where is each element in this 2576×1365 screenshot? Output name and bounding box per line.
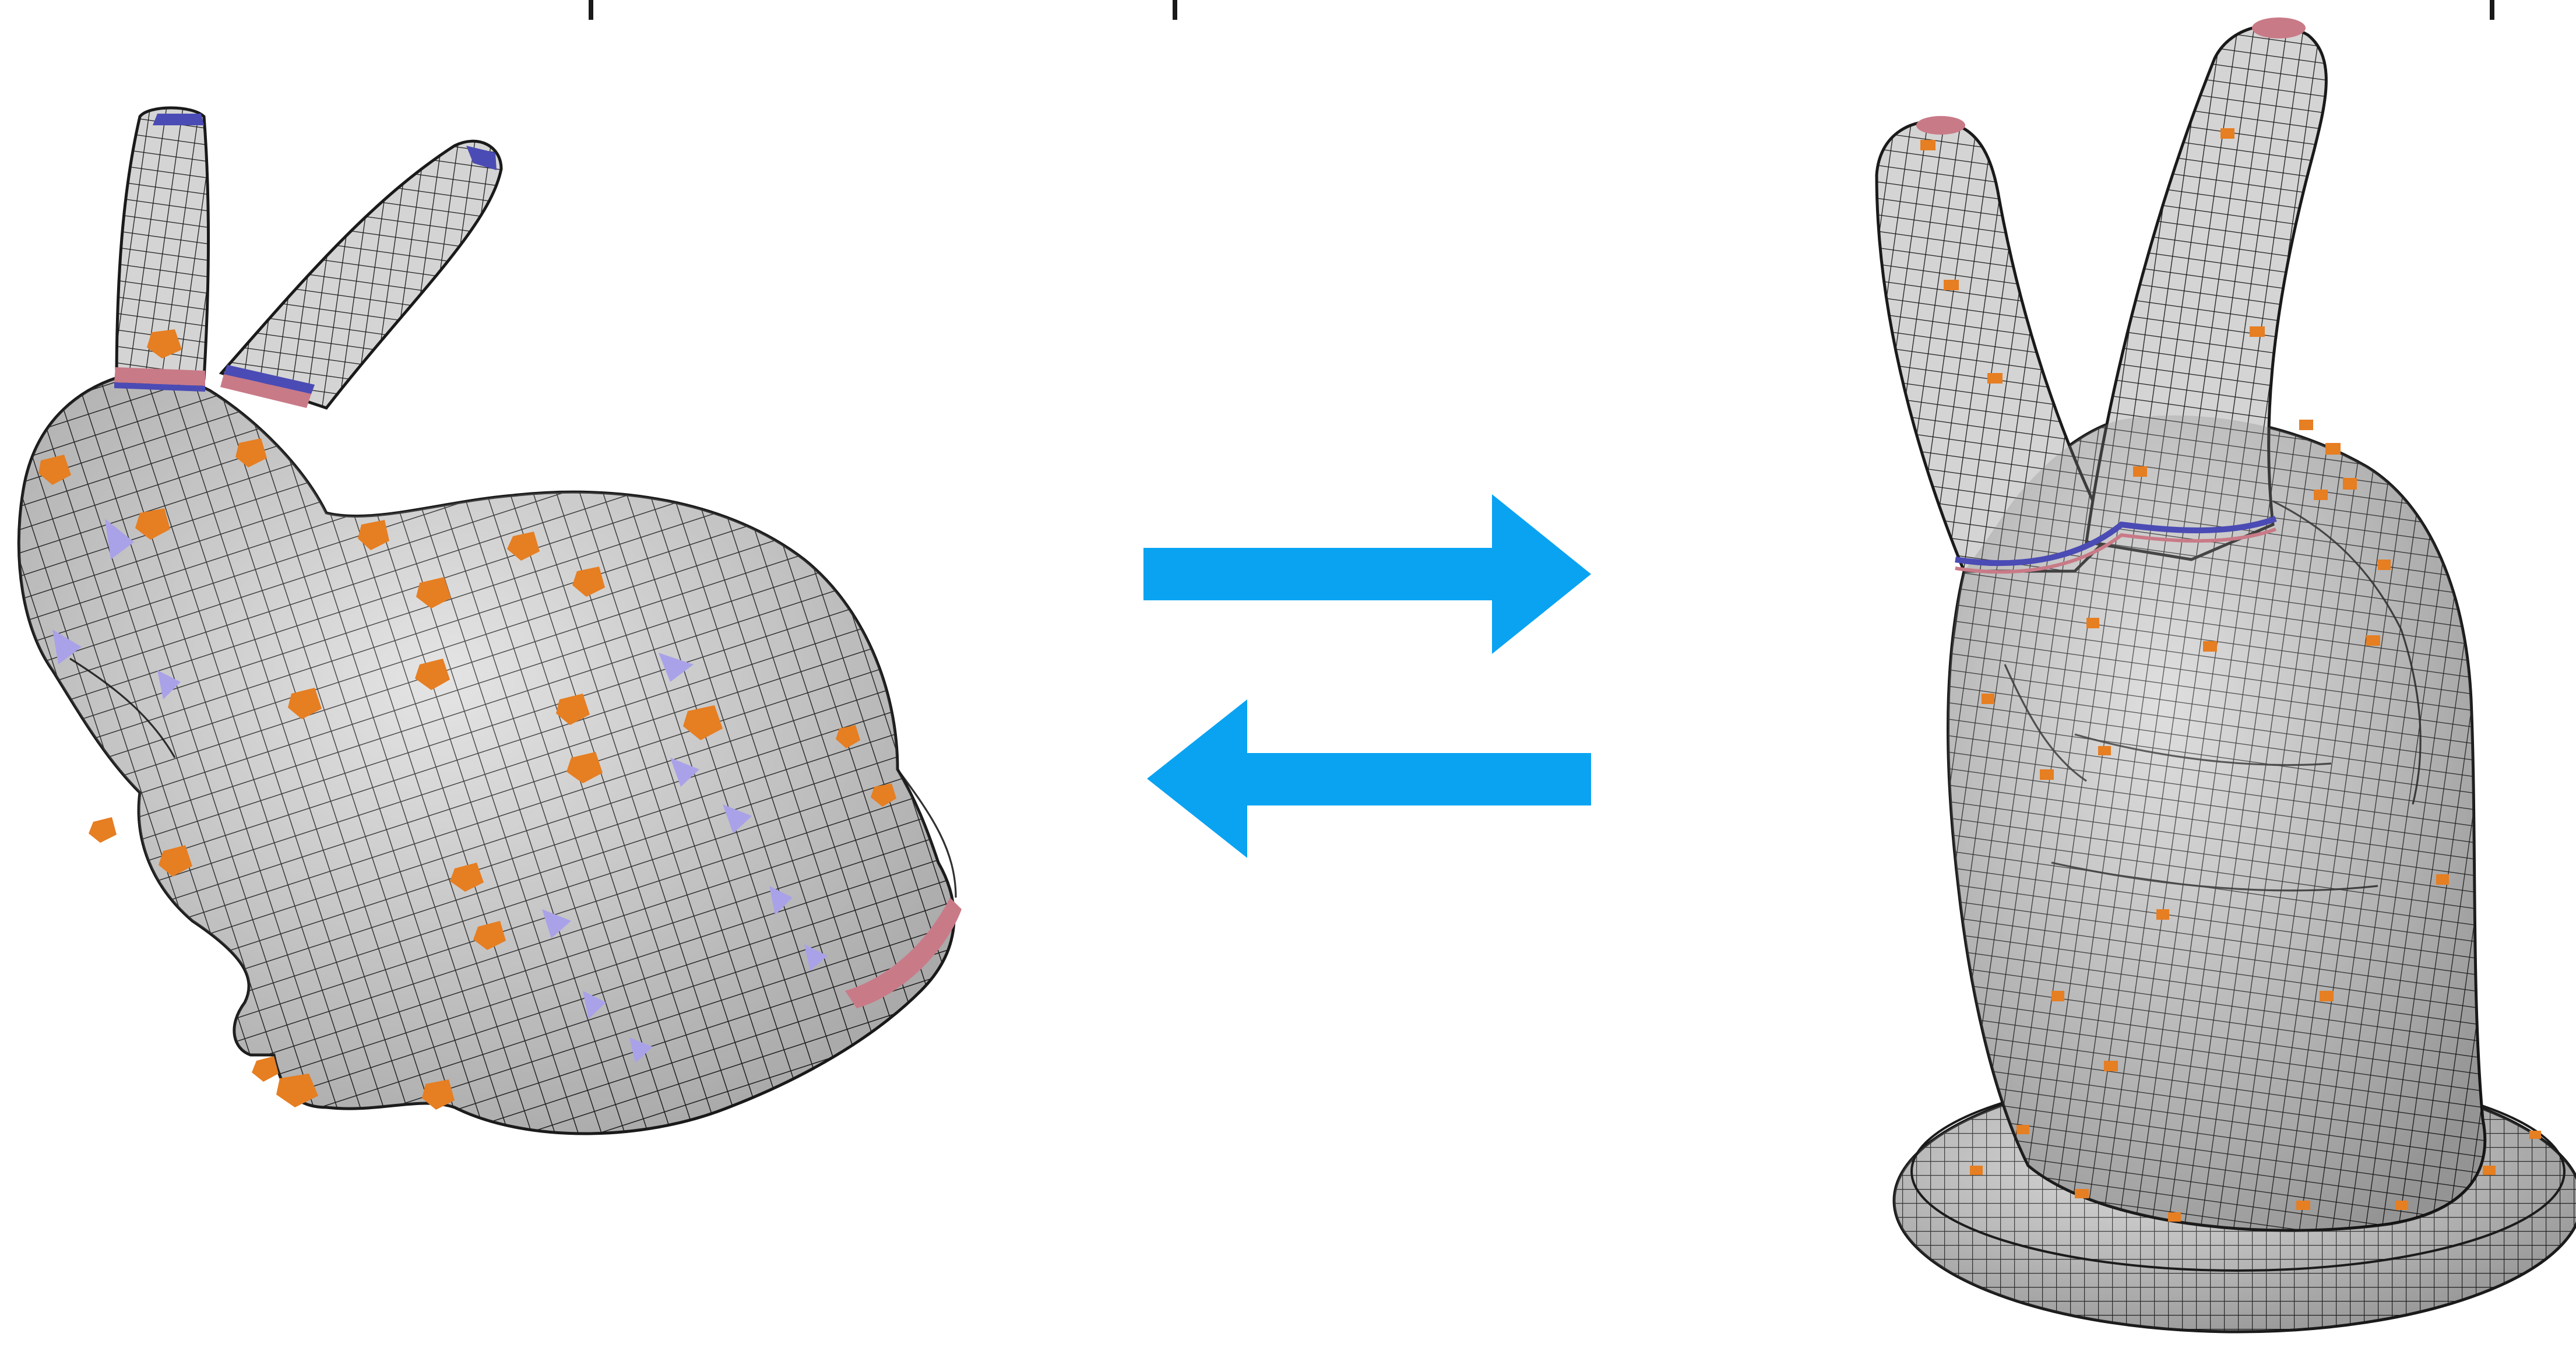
- peace-hand-quad-mesh-icon: [1877, 17, 2576, 1332]
- finger-tip-cap: [2252, 17, 2306, 38]
- finger-tip-cap: [1916, 116, 1965, 135]
- arrow-left-icon: [1147, 699, 1591, 858]
- arrow-right-icon: [1143, 494, 1591, 654]
- top-edge-ticks: [589, 0, 2494, 20]
- ear-tip-cap: [153, 114, 204, 125]
- bunny-quad-mesh-icon: [19, 108, 962, 1134]
